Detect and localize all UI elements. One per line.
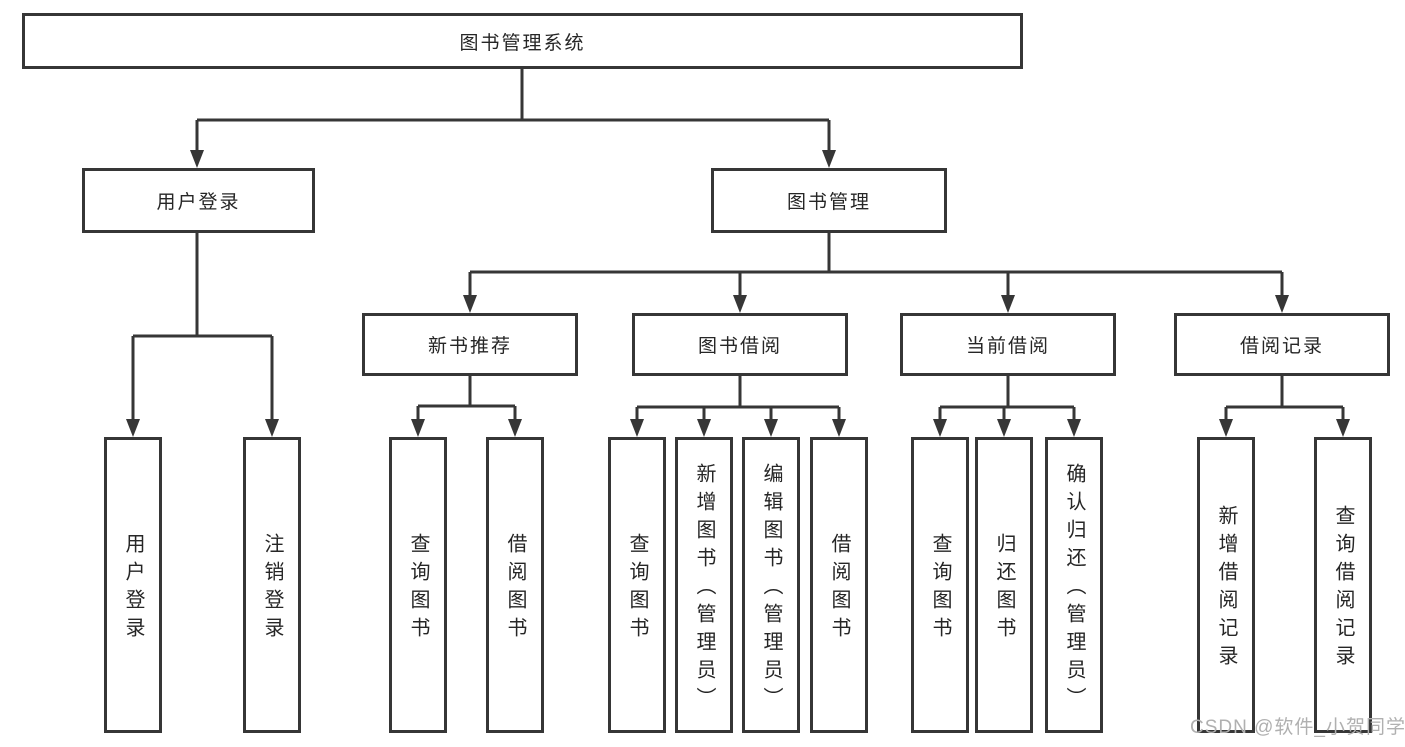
leaf-newbook-borrow-books-label: 借阅图书 [504,533,526,645]
node-user-login: 用户登录 [82,168,315,233]
arrowheads-userlogin-leaves [126,419,279,437]
csdn-watermark: CSDN @软件_小贺同学 [1190,717,1405,738]
leaf-borrow-borrow-books-label: 借阅图书 [828,533,850,645]
leaf-logout: 注销登录 [243,437,301,733]
connector-bookmgmt-to-level2 [468,233,1284,297]
leaf-current-confirm-return-admin-label: 确认归还（管理员） [1063,463,1085,715]
connector-bookborrow-to-leaves [635,376,841,421]
node-borrow-record-label: 借阅记录 [1239,336,1324,357]
arrowheads-level1 [190,150,836,168]
node-current-borrow: 当前借阅 [900,313,1116,376]
arrowheads-level2 [463,295,1289,313]
node-user-login-label: 用户登录 [156,192,241,213]
leaf-record-add-borrow-record-label: 新增借阅记录 [1215,505,1237,673]
connector-userlogin-to-leaves [131,233,274,421]
node-book-borrow: 图书借阅 [632,313,848,376]
leaf-borrow-edit-books-admin: 编辑图书（管理员） [742,437,800,733]
leaf-current-return-books-label: 归还图书 [993,533,1015,645]
leaf-user-login: 用户登录 [104,437,162,733]
leaf-borrow-add-books-admin-label: 新增图书（管理员） [693,463,715,715]
leaf-current-query-books-label: 查询图书 [929,533,951,645]
leaf-borrow-add-books-admin: 新增图书（管理员） [675,437,733,733]
connector-newbook-to-leaves [416,376,517,421]
node-book-management: 图书管理 [711,168,947,233]
arrowheads-bookborrow-leaves [630,419,846,437]
arrowheads-newbook-leaves [411,419,522,437]
node-borrow-record: 借阅记录 [1174,313,1390,376]
leaf-borrow-edit-books-admin-label: 编辑图书（管理员） [760,463,782,715]
leaf-user-login-label: 用户登录 [122,533,144,645]
leaf-newbook-borrow-books: 借阅图书 [486,437,544,733]
leaf-current-confirm-return-admin: 确认归还（管理员） [1045,437,1103,733]
leaf-record-add-borrow-record: 新增借阅记录 [1197,437,1255,733]
node-book-borrow-label: 图书借阅 [697,336,782,357]
leaf-borrow-query-books: 查询图书 [608,437,666,733]
connector-currentborrow-to-leaves [938,376,1076,421]
leaf-current-query-books: 查询图书 [911,437,969,733]
node-new-book-recommend: 新书推荐 [362,313,578,376]
leaf-logout-label: 注销登录 [261,533,283,645]
leaf-record-query-borrow-record-label: 查询借阅记录 [1332,505,1354,673]
node-current-borrow-label: 当前借阅 [965,336,1050,357]
node-new-book-recommend-label: 新书推荐 [427,336,512,357]
leaf-newbook-query-books-label: 查询图书 [407,533,429,645]
arrowheads-borrowrecord-leaves [1219,419,1350,437]
node-book-management-label: 图书管理 [786,192,871,213]
node-root-system: 图书管理系统 [22,13,1023,69]
leaf-record-query-borrow-record: 查询借阅记录 [1314,437,1372,733]
connector-borrowrecord-to-leaves [1224,376,1345,421]
leaf-borrow-borrow-books: 借阅图书 [810,437,868,733]
leaf-current-return-books: 归还图书 [975,437,1033,733]
leaf-borrow-query-books-label: 查询图书 [626,533,648,645]
leaf-newbook-query-books: 查询图书 [389,437,447,733]
connector-root-to-level1 [195,69,831,152]
node-root-label: 图书管理系统 [459,32,586,54]
arrowheads-currentborrow-leaves [933,419,1081,437]
